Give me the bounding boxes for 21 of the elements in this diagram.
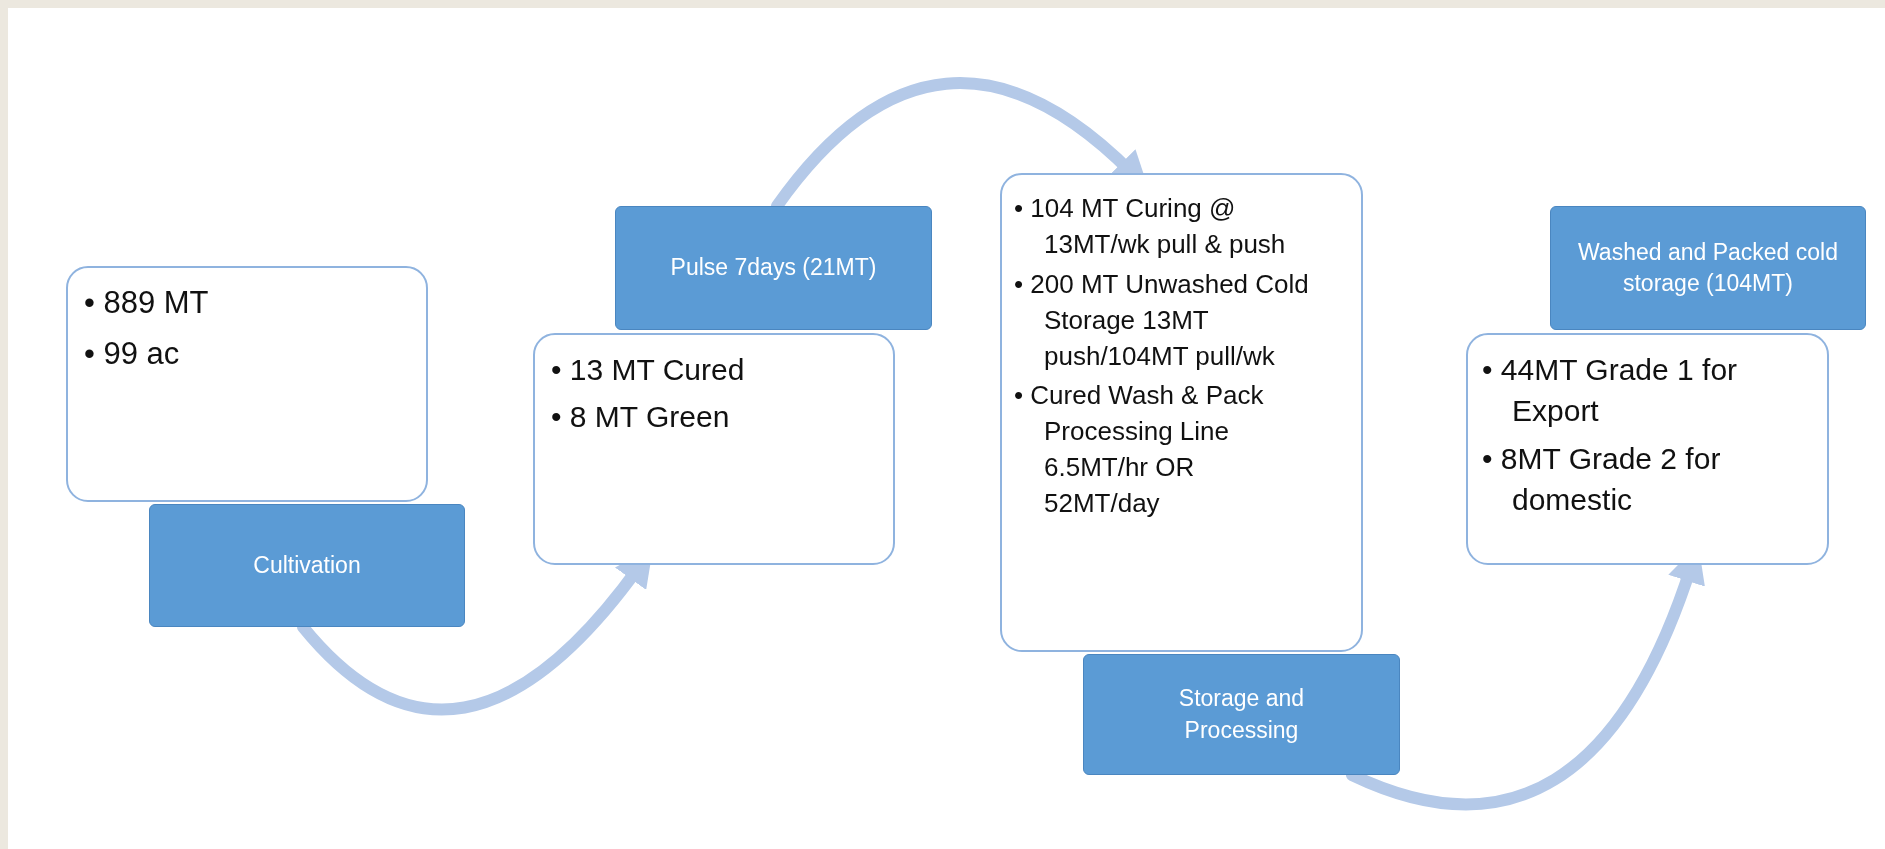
- step-box: [1466, 333, 1829, 565]
- bullet-item: • 13 MT Cured: [551, 352, 746, 388]
- step-label-box: [1083, 654, 1400, 775]
- bullet-item: • 44MT Grade 1 for Export: [1482, 352, 1739, 430]
- step-label: Pulse 7days (21MT): [670, 253, 877, 283]
- step-box: [1000, 173, 1363, 652]
- bullet-item: • Cured Wash & Pack Processing Line 6.5MT/hr OR 52MT/day: [1014, 379, 1265, 520]
- step-label-box: [149, 504, 465, 627]
- bullet-item: • 200 MT Unwashed Cold Storage 13MT push/104MT pull/wk: [1014, 267, 1310, 373]
- step-box: [66, 266, 428, 502]
- step-label: Washed and Packed cold storage (104MT): [1577, 237, 1839, 298]
- bullet-item: • 104 MT Curing @ 13MT/wk pull & push: [1014, 192, 1287, 261]
- bullet-item: • 8MT Grade 2 for domestic: [1482, 440, 1722, 519]
- step-label-box: [1550, 206, 1866, 330]
- bullet-item: • 889 MT: [84, 284, 210, 322]
- step-label: Cultivation: [253, 550, 361, 580]
- bullet-item: • 8 MT Green: [551, 399, 731, 436]
- bullet-item: • 99 ac: [84, 334, 181, 373]
- step-label: Storage and Processing: [1177, 684, 1306, 745]
- step-box: [533, 333, 895, 565]
- step-label-box: [615, 206, 932, 330]
